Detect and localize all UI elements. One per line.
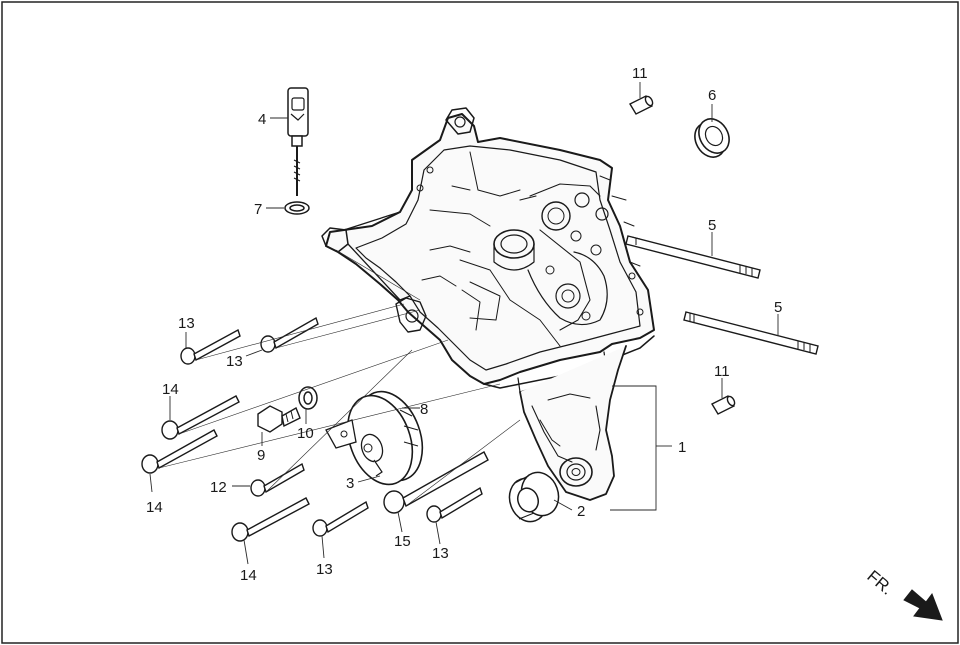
callout-5-lower: 5 bbox=[774, 299, 782, 316]
bolt-13-a bbox=[180, 328, 241, 365]
o-ring-part bbox=[284, 201, 310, 215]
callout-8: 8 bbox=[420, 401, 428, 418]
bolt-14-b bbox=[141, 429, 218, 474]
callout-5-upper: 5 bbox=[708, 217, 716, 234]
bolt-14-a bbox=[161, 395, 240, 440]
callout-10: 10 bbox=[297, 425, 314, 442]
callout-13-d: 13 bbox=[432, 545, 449, 562]
bolt-12 bbox=[250, 462, 305, 497]
crankcase-cover bbox=[321, 107, 655, 501]
dipstick-part bbox=[287, 87, 309, 196]
starter-pulley-part bbox=[325, 390, 424, 486]
callout-14-b: 14 bbox=[146, 499, 163, 516]
roller-bearing-part bbox=[508, 471, 560, 523]
bolt-14-c bbox=[231, 497, 310, 542]
callout-1: 1 bbox=[678, 439, 686, 456]
callout-13-c: 13 bbox=[316, 561, 333, 578]
callout-2: 2 bbox=[577, 503, 585, 520]
callout-3: 3 bbox=[346, 475, 354, 492]
stud-bolt-part bbox=[625, 235, 819, 355]
callout-15: 15 bbox=[394, 533, 411, 550]
callout-9: 9 bbox=[257, 447, 265, 464]
callout-14-a: 14 bbox=[162, 381, 179, 398]
front-direction-indicator: FR. bbox=[863, 567, 943, 621]
bolt-13-d bbox=[426, 486, 483, 523]
oil-seal-part bbox=[694, 118, 730, 158]
callout-13-b: 13 bbox=[226, 353, 243, 370]
callout-14-c: 14 bbox=[240, 567, 257, 584]
washer-part bbox=[298, 386, 318, 410]
hex-plug-part bbox=[257, 405, 301, 433]
callout-labels: 1 2 3 4 5 5 6 7 8 9 10 11 11 12 13 13 13… bbox=[146, 65, 782, 584]
callout-7: 7 bbox=[254, 201, 262, 218]
front-label: FR. bbox=[863, 567, 896, 599]
callout-11-lower: 11 bbox=[714, 363, 730, 380]
callout-12: 12 bbox=[210, 479, 227, 496]
callout-13-a: 13 bbox=[178, 315, 195, 332]
callout-6: 6 bbox=[708, 87, 716, 104]
callout-11-upper: 11 bbox=[632, 65, 648, 82]
callout-4: 4 bbox=[258, 111, 266, 128]
dowel-pin-part bbox=[629, 95, 736, 415]
front-arrow-icon bbox=[903, 589, 943, 621]
bolt-13-c bbox=[312, 500, 369, 537]
leader-lines bbox=[149, 82, 779, 565]
